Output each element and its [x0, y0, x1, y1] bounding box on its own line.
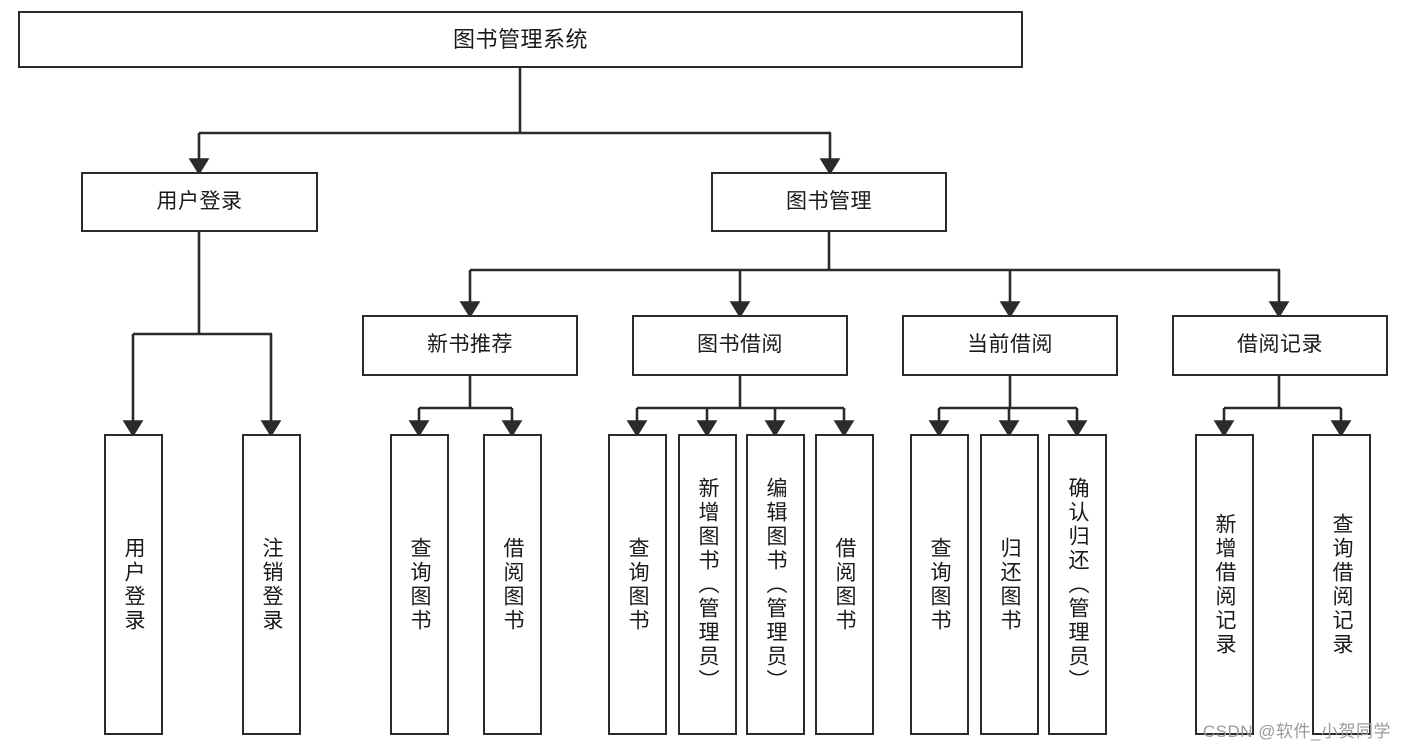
node-leaf-borrow-book-2-label: 借阅图书	[833, 536, 856, 633]
node-new-book-recommend[interactable]: 新书推荐	[362, 315, 578, 376]
node-leaf-query-record-label: 查询借阅记录	[1330, 512, 1353, 657]
node-current-borrow[interactable]: 当前借阅	[902, 315, 1118, 376]
node-leaf-query-book-2-label: 查询图书	[626, 536, 649, 633]
node-leaf-query-book-3-label: 查询图书	[928, 536, 951, 633]
node-book-manage[interactable]: 图书管理	[711, 172, 947, 232]
node-leaf-query-record[interactable]: 查询借阅记录	[1312, 434, 1371, 735]
node-leaf-confirm-return-label: 确认归还（管理员）	[1066, 476, 1089, 693]
node-borrow-record-label: 借阅记录	[1237, 333, 1323, 357]
node-leaf-add-book-label: 新增图书（管理员）	[696, 476, 719, 693]
node-current-borrow-label: 当前借阅	[967, 333, 1053, 357]
node-leaf-return-book[interactable]: 归还图书	[980, 434, 1039, 735]
node-book-manage-label: 图书管理	[786, 189, 872, 213]
node-leaf-logout[interactable]: 注销登录	[242, 434, 301, 735]
node-leaf-borrow-book-2[interactable]: 借阅图书	[815, 434, 874, 735]
node-user-login[interactable]: 用户登录	[81, 172, 318, 232]
node-leaf-add-record[interactable]: 新增借阅记录	[1195, 434, 1254, 735]
node-leaf-borrow-book-1[interactable]: 借阅图书	[483, 434, 542, 735]
node-book-borrow-label: 图书借阅	[697, 333, 783, 357]
node-leaf-logout-label: 注销登录	[260, 536, 283, 633]
node-leaf-query-book-1-label: 查询图书	[408, 536, 431, 633]
node-leaf-edit-book-label: 编辑图书（管理员）	[764, 476, 787, 693]
node-leaf-confirm-return[interactable]: 确认归还（管理员）	[1048, 434, 1107, 735]
node-root[interactable]: 图书管理系统	[18, 11, 1023, 68]
node-root-label: 图书管理系统	[452, 26, 588, 52]
node-user-login-label: 用户登录	[156, 189, 243, 213]
node-new-book-recommend-label: 新书推荐	[427, 333, 513, 357]
node-leaf-add-book[interactable]: 新增图书（管理员）	[678, 434, 737, 735]
node-book-borrow[interactable]: 图书借阅	[632, 315, 848, 376]
node-leaf-query-book-3[interactable]: 查询图书	[910, 434, 969, 735]
node-leaf-borrow-book-1-label: 借阅图书	[501, 536, 524, 633]
node-leaf-edit-book[interactable]: 编辑图书（管理员）	[746, 434, 805, 735]
node-leaf-query-book-1[interactable]: 查询图书	[390, 434, 449, 735]
node-leaf-add-record-label: 新增借阅记录	[1213, 512, 1236, 657]
watermark: CSDN @软件_小贺同学	[1202, 722, 1391, 741]
node-leaf-return-book-label: 归还图书	[998, 536, 1021, 633]
node-leaf-query-book-2[interactable]: 查询图书	[608, 434, 667, 735]
node-leaf-user-login-label: 用户登录	[122, 536, 145, 633]
node-borrow-record[interactable]: 借阅记录	[1172, 315, 1388, 376]
node-leaf-user-login[interactable]: 用户登录	[104, 434, 163, 735]
